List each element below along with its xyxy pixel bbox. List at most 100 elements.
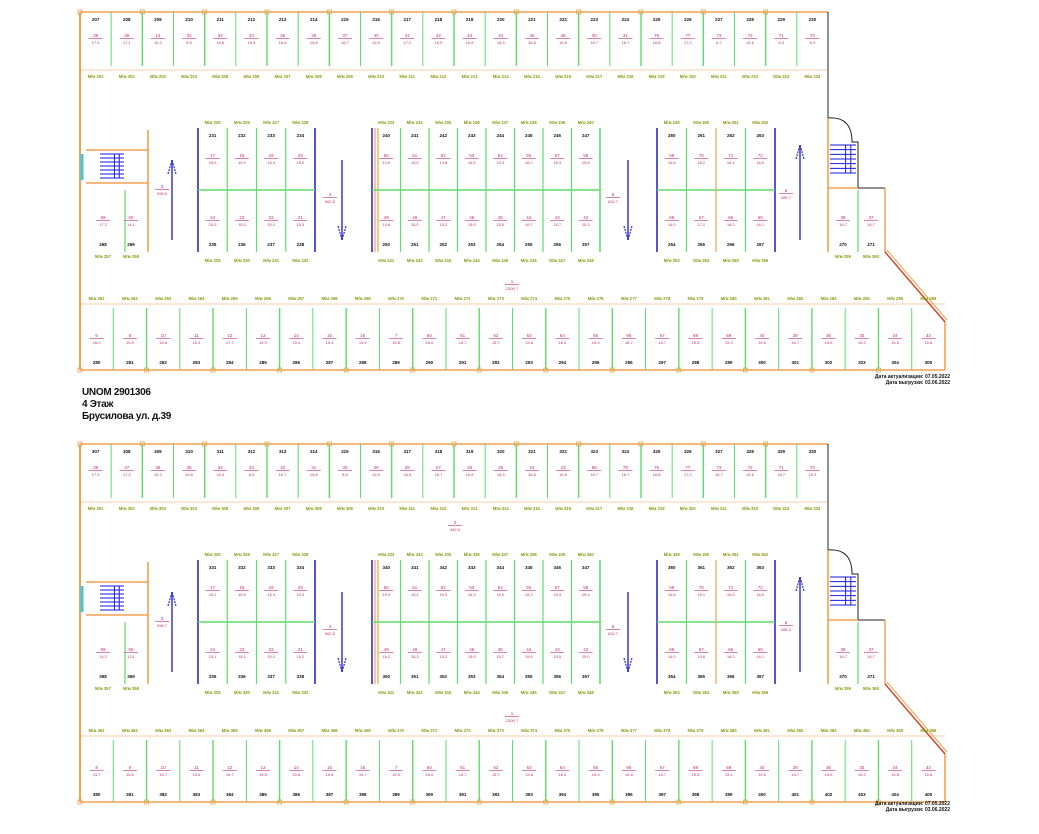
space-label: М/м 386 xyxy=(920,728,937,733)
room-code: 307 xyxy=(92,449,100,454)
aisle-number: 1 xyxy=(511,711,514,716)
room-code: 367 xyxy=(756,674,764,679)
room-number: 24 xyxy=(529,465,535,470)
space-label: М/м 248 xyxy=(578,258,595,263)
space-label: М/м 282 xyxy=(787,296,804,301)
column-pillar xyxy=(609,799,615,805)
room-area: 16.7 xyxy=(839,222,848,227)
room-code: 337 xyxy=(267,674,275,679)
room-area: 16.8 xyxy=(466,472,475,477)
space-label: М/м 333 xyxy=(378,552,395,557)
room-number: 42 xyxy=(583,215,589,220)
room-number: 23 xyxy=(239,647,245,652)
room-code: 297 xyxy=(658,360,666,365)
room-area: 17.2 xyxy=(684,40,693,45)
space-label: М/м 232 xyxy=(292,258,309,263)
room-area: 16.2 xyxy=(525,160,534,165)
space-label: М/м 236 xyxy=(464,120,481,125)
room-number: 65 xyxy=(593,765,599,770)
room-area: 16.8 xyxy=(310,40,319,45)
space-label: М/м 276 xyxy=(588,296,605,301)
room-number: 41 xyxy=(405,33,411,38)
space-label: М/м 323 xyxy=(773,506,790,511)
space-label: М/м 284 xyxy=(854,296,871,301)
room-code: 303 xyxy=(858,360,866,365)
room-area: 16.4 xyxy=(154,40,163,45)
space-label: М/м 305 xyxy=(212,506,229,511)
room-code: 311 xyxy=(217,449,225,454)
room-code: 291 xyxy=(459,360,467,365)
room-area: 15.3 xyxy=(296,592,305,597)
room-number: 39 xyxy=(93,465,99,470)
room-area: 15.7 xyxy=(459,340,468,345)
column-pillar xyxy=(543,799,549,805)
room-number: 60 xyxy=(427,765,433,770)
column-pillar xyxy=(210,799,216,805)
space-label: М/м 312 xyxy=(430,506,447,511)
room-number: 17 xyxy=(210,585,216,590)
room-area: 16.7 xyxy=(279,472,288,477)
room-number: 65 xyxy=(758,647,764,652)
room-area: 16.2 xyxy=(382,654,391,659)
room-area: 16.7 xyxy=(590,472,599,477)
space-label: М/м 264 xyxy=(188,296,205,301)
space-label: М/м 341 xyxy=(378,690,395,695)
room-code: 325 xyxy=(653,449,661,454)
space-label: М/м 381 xyxy=(754,728,771,733)
room-area: 15.6 xyxy=(126,772,135,777)
room-code: 243 xyxy=(468,133,476,138)
room-number: 49 xyxy=(384,647,390,652)
room-area: 16.0 xyxy=(93,340,102,345)
diagonal-wall xyxy=(884,683,946,755)
aisle-area: 598.6 xyxy=(157,191,168,196)
room-code: 229 xyxy=(777,17,785,22)
room-area: 16.8 xyxy=(653,40,662,45)
space-label: М/м 224 xyxy=(804,74,821,79)
room-area: 16.6 xyxy=(746,40,755,45)
space-label: М/м 226 xyxy=(234,120,251,125)
room-number: 55 xyxy=(526,585,532,590)
ramp-arrow-down-right-head xyxy=(623,225,633,243)
aisle-area: 562.5 xyxy=(325,631,336,636)
room-code: 338 xyxy=(297,674,305,679)
room-area: 16.3 xyxy=(809,472,818,477)
space-label: М/м 279 xyxy=(688,296,705,301)
room-number: 53 xyxy=(469,153,475,158)
room-number: 7 xyxy=(395,765,398,770)
room-area: 15.6 xyxy=(924,340,933,345)
room-code: 345 xyxy=(525,565,533,570)
room-code: 370 xyxy=(839,674,847,679)
room-area: 16.7 xyxy=(839,654,848,659)
space-label: М/м 368 xyxy=(322,728,339,733)
room-area: 15.6 xyxy=(697,654,706,659)
column-pillar xyxy=(513,441,519,447)
space-label: М/м 346 xyxy=(521,690,538,695)
space-label: М/м 373 xyxy=(488,728,505,733)
ramp-arrow-up-right-head xyxy=(795,574,805,592)
room-code: 254 xyxy=(496,242,504,247)
room-area: 15.7 xyxy=(159,772,168,777)
room-area: 15.6 xyxy=(209,160,218,165)
room-area: 14.9 xyxy=(382,160,391,165)
room-area: 15.5 xyxy=(496,222,505,227)
room-code: 309 xyxy=(154,449,162,454)
column-pillar xyxy=(210,367,216,373)
room-number: 48 xyxy=(412,647,418,652)
space-label: М/м 322 xyxy=(742,506,759,511)
room-area: 15.4 xyxy=(292,340,301,345)
room-area: 16.1 xyxy=(727,160,736,165)
space-label: М/м 343 xyxy=(435,690,452,695)
room-code: 355 xyxy=(525,674,533,679)
room-code: 364 xyxy=(668,674,676,679)
room-number: 76 xyxy=(654,33,660,38)
room-area: 14.1 xyxy=(127,222,136,227)
room-code: 267 xyxy=(756,242,764,247)
room-number: 46 xyxy=(561,33,567,38)
room-area: 16.7 xyxy=(715,472,724,477)
space-label: М/м 286 xyxy=(920,296,937,301)
room-area: 15.3 xyxy=(411,654,420,659)
space-label: М/м 340 xyxy=(578,552,595,557)
room-area: 16.6 xyxy=(279,40,288,45)
room-number: 64 xyxy=(560,765,566,770)
room-number: 31 xyxy=(311,465,317,470)
